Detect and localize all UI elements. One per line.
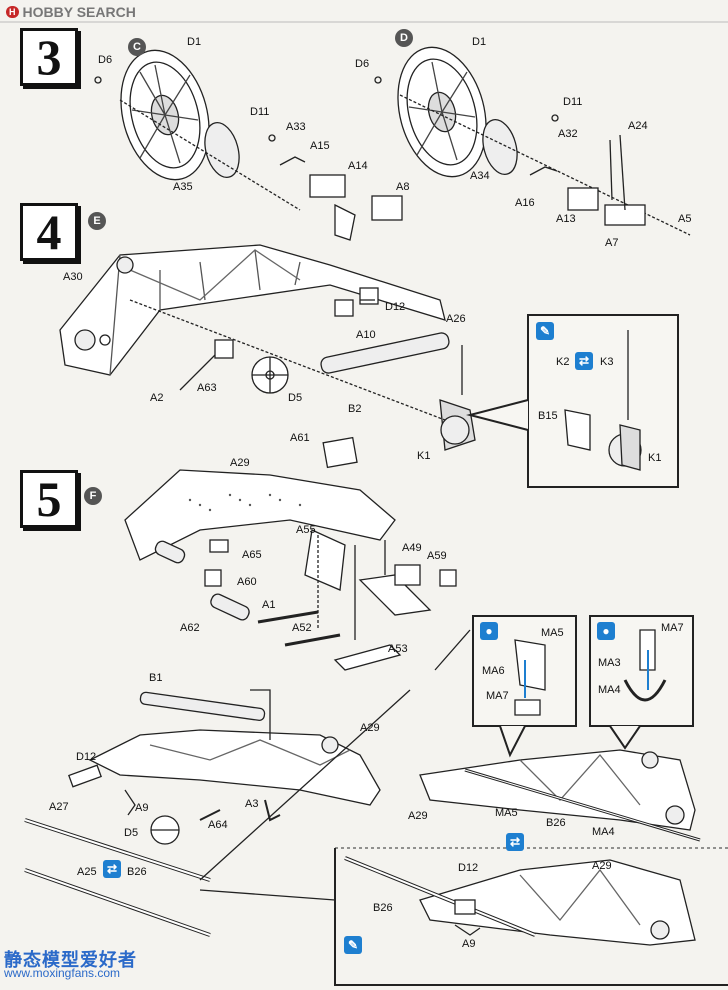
brand-logo: H HOBBY SEARCH [6,4,136,20]
part-label: A16 [515,197,535,209]
part-label: A61 [290,432,310,444]
part-label: A2 [150,392,164,404]
part-label: MA7 [486,690,509,702]
swap-icon: ⇄ [506,833,524,851]
chassis-step5d [334,848,728,986]
part-label: A25 [77,866,97,878]
chassis-step4 [59,244,476,451]
part-label: K1 [417,450,431,462]
tip-icon: ✎ [344,936,362,954]
part-label: A29 [360,722,380,734]
part-label: A30 [63,271,83,283]
swap-icon: ⇄ [575,352,593,370]
part-label: A32 [558,128,578,140]
part-label: A34 [470,170,490,182]
part-label: A13 [556,213,576,225]
part-label: A9 [135,802,149,814]
part-label: A27 [49,801,69,813]
step-3-number: 3 [36,29,62,85]
part-label: D5 [288,392,303,404]
part-label: D12 [76,751,97,763]
part-label: A52 [292,622,312,634]
step-5-sub-f: F [84,487,102,505]
part-label: MA4 [598,684,621,696]
part-label: B15 [538,410,558,422]
part-label: A3 [245,798,259,810]
part-label: A63 [197,382,217,394]
part-label: A59 [427,550,447,562]
part-label: A29 [408,810,428,822]
swap-icon: ⇄ [103,860,121,878]
part-label: MA6 [482,665,505,677]
part-label: MA3 [598,657,621,669]
part-label: B26 [373,902,393,914]
part-label: A14 [348,160,368,172]
part-label: B2 [348,403,362,415]
part-label: A35 [173,181,193,193]
part-label: D12 [385,301,406,313]
part-label: K1 [648,452,662,464]
part-label: A9 [462,938,476,950]
part-label: MA5 [541,627,564,639]
brand-badge: H [6,6,19,18]
watermark-url: www.moxingfans.com [4,966,121,980]
step-3-sub-c: C [128,38,146,56]
step-4-sub-e: E [88,212,106,230]
step-4-box: 4 [20,203,78,261]
glue-icon: ● [480,622,498,640]
part-label: A5 [678,213,692,225]
part-label: B26 [546,817,566,829]
part-label: MA7 [661,622,684,634]
part-label: D6 [355,58,370,70]
part-label: MA5 [495,807,518,819]
part-label: A8 [396,181,410,193]
part-label: MA4 [592,826,615,838]
watermark-title: 静态模型爱好者 [4,950,137,970]
part-label: D1 [472,36,487,48]
part-label: A49 [402,542,422,554]
part-label: D11 [563,96,583,108]
step-3-box: 3 [20,28,78,86]
chassis-step5 [124,436,457,671]
step4-inset [466,314,679,488]
chassis-step5b [24,689,411,937]
part-label: A26 [446,313,466,325]
part-label: A55 [296,524,316,536]
glue-icon: ● [597,622,615,640]
part-label: D5 [124,827,139,839]
part-label: D6 [98,54,113,66]
part-label: A7 [605,237,619,249]
part-label: A10 [356,329,376,341]
part-label: D1 [187,36,202,48]
part-label: A1 [262,599,276,611]
part-label: A62 [180,622,200,634]
step-4-number: 4 [36,204,62,260]
part-label: D11 [250,106,270,118]
part-label: K3 [600,356,614,368]
inset-tip-icon: ✎ [536,322,554,340]
ma-insets [472,615,694,758]
part-label: A33 [286,121,306,133]
part-label: A29 [592,860,612,872]
chassis-step5c [335,749,728,849]
part-label: A29 [230,457,250,469]
part-label: A64 [208,819,228,831]
part-label: K2 [556,356,570,368]
step-5-number: 5 [36,471,62,527]
step-3-sub-d: D [395,29,413,47]
wheel-right [374,46,691,236]
part-label: A24 [628,120,648,132]
part-label: D12 [458,862,479,874]
part-label: B26 [127,866,147,878]
step-5-box: 5 [20,470,78,528]
part-label: A15 [310,140,330,152]
brand-name: HOBBY SEARCH [22,4,136,20]
part-label: B1 [149,672,163,684]
part-label: A60 [237,576,257,588]
part-label: A53 [388,643,408,655]
wheel-left [94,49,403,241]
part-label: A65 [242,549,262,561]
